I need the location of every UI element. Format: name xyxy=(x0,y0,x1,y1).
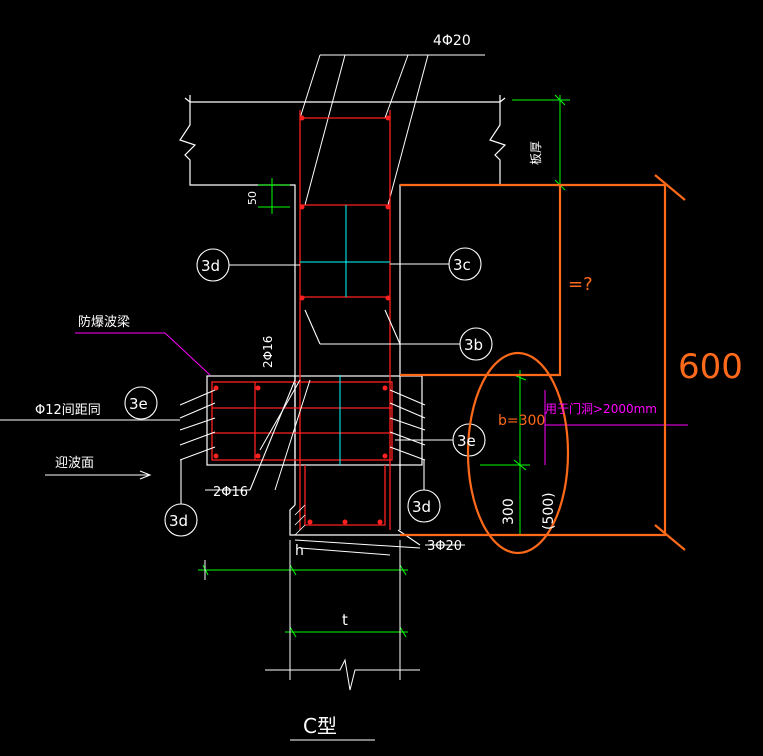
beam-ties xyxy=(179,379,426,491)
corner-hatch xyxy=(294,504,306,536)
section-3e-left: 3e xyxy=(129,395,148,413)
dim-b300-label: b=300 xyxy=(498,413,545,429)
type-title: C型 xyxy=(303,714,337,738)
dim-600-label: 600 xyxy=(678,347,743,387)
orange-annotations xyxy=(400,174,686,555)
rebar-cage xyxy=(211,110,393,530)
section-3d-left: 3d xyxy=(201,257,220,275)
dim-t-label: t xyxy=(342,611,348,629)
slab-thickness-label: 板厚 xyxy=(529,141,543,165)
rebar-2phi16-bottom: 2Φ16 xyxy=(213,485,248,500)
dim-h-label: h xyxy=(295,543,304,559)
rebar-dots xyxy=(213,115,391,525)
section-3e-right: 3e xyxy=(457,432,476,450)
blast-beam-label: 防爆波梁 xyxy=(78,314,130,330)
extension-lines xyxy=(204,539,421,741)
dim-500-label: (500) xyxy=(541,492,557,530)
section-3d-bottom-right: 3d xyxy=(412,498,431,516)
magenta-leaders xyxy=(75,332,688,465)
slab-outline xyxy=(179,95,507,536)
section-markers xyxy=(0,247,493,546)
stirrup-ties xyxy=(300,205,390,465)
rebar-phi12-label: Φ12间距同 xyxy=(35,403,101,418)
rebar-2phi16-vertical: 2Φ16 xyxy=(261,336,275,368)
labels: 4Φ20 板厚 50 3d 3c 3b 3e 3e 3d 3d 防爆波梁 2Φ1… xyxy=(35,33,743,738)
section-3b: 3b xyxy=(464,336,483,354)
wave-face-label: 迎波面 xyxy=(55,456,94,471)
top-rebar-leaders xyxy=(299,54,485,206)
dim-50-label: 50 xyxy=(246,191,259,205)
door-note: 用于门洞>2000mm xyxy=(545,401,657,416)
section-3d-bottom-left: 3d xyxy=(169,512,188,530)
dimension-lines xyxy=(198,94,570,638)
rebar-3phi20-label: 3Φ20 xyxy=(427,539,462,554)
question-label: =? xyxy=(568,274,593,295)
rebar-top-label: 4Φ20 xyxy=(433,33,471,49)
section-3c: 3c xyxy=(453,256,471,274)
dim-300-label: 300 xyxy=(501,498,517,525)
